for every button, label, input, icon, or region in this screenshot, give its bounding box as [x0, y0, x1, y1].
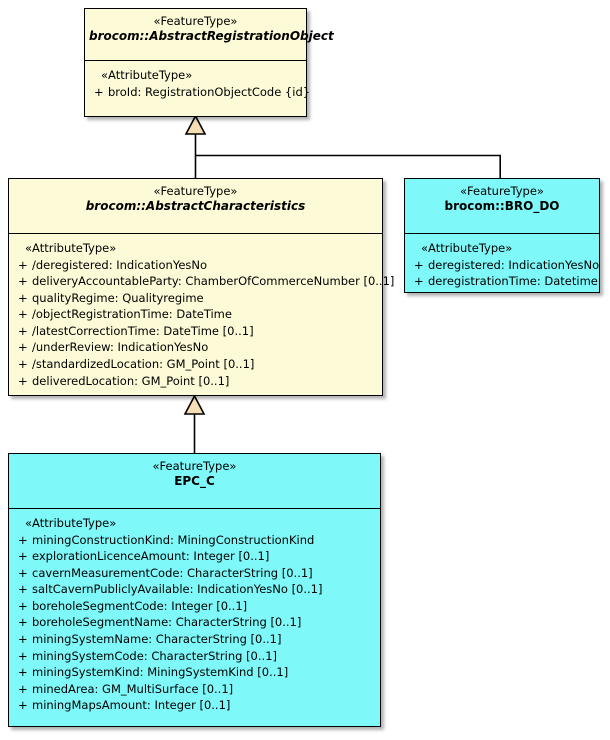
attribute-text: qualityRegime: Qualityregime [32, 290, 204, 305]
attribute-text: /standardizedLocation: GM_Point [0..1] [32, 357, 255, 372]
class-box-abstract-registration-object[interactable]: «FeatureType» brocom::AbstractRegistrati… [84, 8, 334, 117]
class-box-bro-do[interactable]: «FeatureType» brocom::BRO_DO «AttributeT… [404, 178, 600, 293]
attribute-text: /latestCorrectionTime: DateTime [0..1] [32, 323, 254, 338]
attribute-compartment-stereotype: «AttributeType» [25, 241, 117, 255]
attribute-row: + miningSystemCode: CharacterString [0..… [12, 648, 377, 665]
attribute-row: + /underReview: IndicationYesNo [12, 339, 379, 356]
attribute-row: + minedArea: GM_MultiSurface [0..1] [12, 681, 377, 698]
attribute-text: miningSystemCode: CharacterString [0..1] [32, 648, 277, 663]
attribute-visibility: + [414, 274, 424, 289]
class-header: «FeatureType» brocom::AbstractRegistrati… [85, 9, 334, 61]
attribute-text: saltCavernPubliclyAvailable: IndicationY… [32, 582, 323, 597]
class-box-abstract-characteristics[interactable]: «FeatureType» brocom::AbstractCharacteri… [8, 178, 394, 396]
attribute-visibility: + [414, 257, 424, 272]
attribute-text: miningSystemName: CharacterString [0..1] [32, 632, 282, 647]
attribute-row: + boreholeSegmentName: CharacterString [… [12, 614, 377, 631]
generalization-arrowhead [183, 394, 206, 415]
attribute-visibility: + [18, 373, 28, 388]
attribute-compartment-stereotype: «AttributeType» [421, 241, 513, 255]
generalization-arrowhead [184, 114, 207, 135]
attribute-row: + /latestCorrectionTime: DateTime [0..1] [12, 323, 379, 340]
attribute-text: /deregistered: IndicationYesNo [32, 257, 208, 272]
generalization-to-abstract-characteristics [183, 394, 206, 453]
attribute-visibility: + [18, 323, 28, 338]
attribute-text: miningSystemKind: MiningSystemKind [0..1… [32, 665, 289, 680]
class-header: «FeatureType» brocom::AbstractCharacteri… [9, 179, 382, 234]
attribute-visibility: + [18, 698, 28, 713]
attribute-row: + /objectRegistrationTime: DateTime [12, 306, 379, 323]
attribute-visibility: + [18, 665, 28, 680]
class-name: brocom::AbstractCharacteristics [85, 199, 306, 213]
attribute-row: + deregistered: IndicationYesNo [408, 257, 600, 274]
class-attribute-compartment: «AttributeType» + /deregistered: Indicat… [9, 234, 394, 394]
attribute-visibility: + [18, 307, 28, 322]
attribute-compartment-stereotype: «AttributeType» [25, 516, 117, 530]
attribute-visibility: + [18, 598, 28, 613]
attribute-text: boreholeSegmentCode: Integer [0..1] [32, 598, 248, 613]
attribute-row: + miningMapsAmount: Integer [0..1] [12, 697, 377, 714]
attribute-visibility: + [18, 582, 28, 597]
attribute-text: deregistered: IndicationYesNo [428, 257, 600, 272]
attribute-row: + qualityRegime: Qualityregime [12, 290, 379, 307]
attribute-row: + explorationLicenceAmount: Integer [0..… [12, 548, 377, 565]
class-name: EPC_C [174, 474, 215, 488]
class-attribute-compartment: «AttributeType» + broId: RegistrationObj… [85, 61, 310, 105]
attribute-visibility: + [18, 290, 28, 305]
class-box-epc-c[interactable]: «FeatureType» EPC_C «AttributeType» + mi… [8, 453, 381, 727]
attribute-row: + deliveredLocation: GM_Point [0..1] [12, 373, 379, 390]
attribute-row: + miningConstructionKind: MiningConstruc… [12, 532, 377, 549]
attribute-text: cavernMeasurementCode: CharacterString [… [32, 565, 313, 580]
class-stereotype: «FeatureType» [460, 184, 544, 198]
attribute-row: + /deregistered: IndicationYesNo [12, 257, 379, 274]
attribute-visibility: + [18, 648, 28, 663]
attribute-visibility: + [94, 84, 104, 99]
class-stereotype: «FeatureType» [153, 14, 238, 28]
attribute-compartment-stereotype: «AttributeType» [101, 68, 193, 82]
attribute-row: + /standardizedLocation: GM_Point [0..1] [12, 356, 379, 373]
attribute-text: broId: RegistrationObjectCode {id} [108, 84, 311, 99]
attribute-row: + deregistrationTime: Datetime [408, 273, 598, 290]
attribute-text: minedArea: GM_MultiSurface [0..1] [32, 681, 234, 696]
attribute-text: boreholeSegmentName: CharacterString [0.… [32, 615, 302, 630]
attribute-visibility: + [18, 632, 28, 647]
attribute-text: /underReview: IndicationYesNo [32, 340, 209, 355]
attribute-row: + deliveryAccountableParty: ChamberOfCom… [12, 273, 394, 290]
attribute-text: /objectRegistrationTime: DateTime [32, 307, 232, 322]
class-attribute-compartment: «AttributeType» + deregistered: Indicati… [405, 234, 599, 295]
class-attribute-compartment: «AttributeType» + miningConstructionKind… [9, 509, 380, 719]
attribute-visibility: + [18, 549, 28, 564]
attribute-visibility: + [18, 274, 28, 289]
attribute-text: miningConstructionKind: MiningConstructi… [32, 532, 315, 547]
generalization-to-abstract-registration-object [184, 114, 502, 178]
attribute-row: + saltCavernPubliclyAvailable: Indicatio… [12, 581, 377, 598]
attribute-row: + broId: RegistrationObjectCode {id} [88, 84, 310, 101]
attribute-visibility: + [18, 340, 28, 355]
attribute-row: + cavernMeasurementCode: CharacterString… [12, 565, 377, 582]
class-name: brocom::AbstractRegistrationObject [89, 29, 334, 43]
attribute-visibility: + [18, 357, 28, 372]
attribute-text: deliveryAccountableParty: ChamberOfComme… [32, 274, 395, 289]
class-stereotype: «FeatureType» [152, 459, 237, 473]
attribute-row: + boreholeSegmentCode: Integer [0..1] [12, 598, 377, 615]
class-name: brocom::BRO_DO [444, 199, 560, 213]
attribute-visibility: + [18, 681, 28, 696]
attribute-row: + miningSystemKind: MiningSystemKind [0.… [12, 664, 377, 681]
attribute-visibility: + [18, 615, 28, 630]
attribute-text: deliveredLocation: GM_Point [0..1] [32, 373, 230, 388]
class-header: «FeatureType» EPC_C [9, 454, 380, 509]
attribute-text: miningMapsAmount: Integer [0..1] [32, 698, 231, 713]
attribute-visibility: + [18, 257, 28, 272]
attribute-row: + miningSystemName: CharacterString [0..… [12, 631, 377, 648]
attribute-visibility: + [18, 565, 28, 580]
class-stereotype: «FeatureType» [153, 184, 238, 198]
class-header: «FeatureType» brocom::BRO_DO [405, 179, 599, 234]
attribute-visibility: + [18, 532, 28, 547]
attribute-text: explorationLicenceAmount: Integer [0..1] [32, 549, 270, 564]
attribute-text: deregistrationTime: Datetime [428, 274, 598, 289]
